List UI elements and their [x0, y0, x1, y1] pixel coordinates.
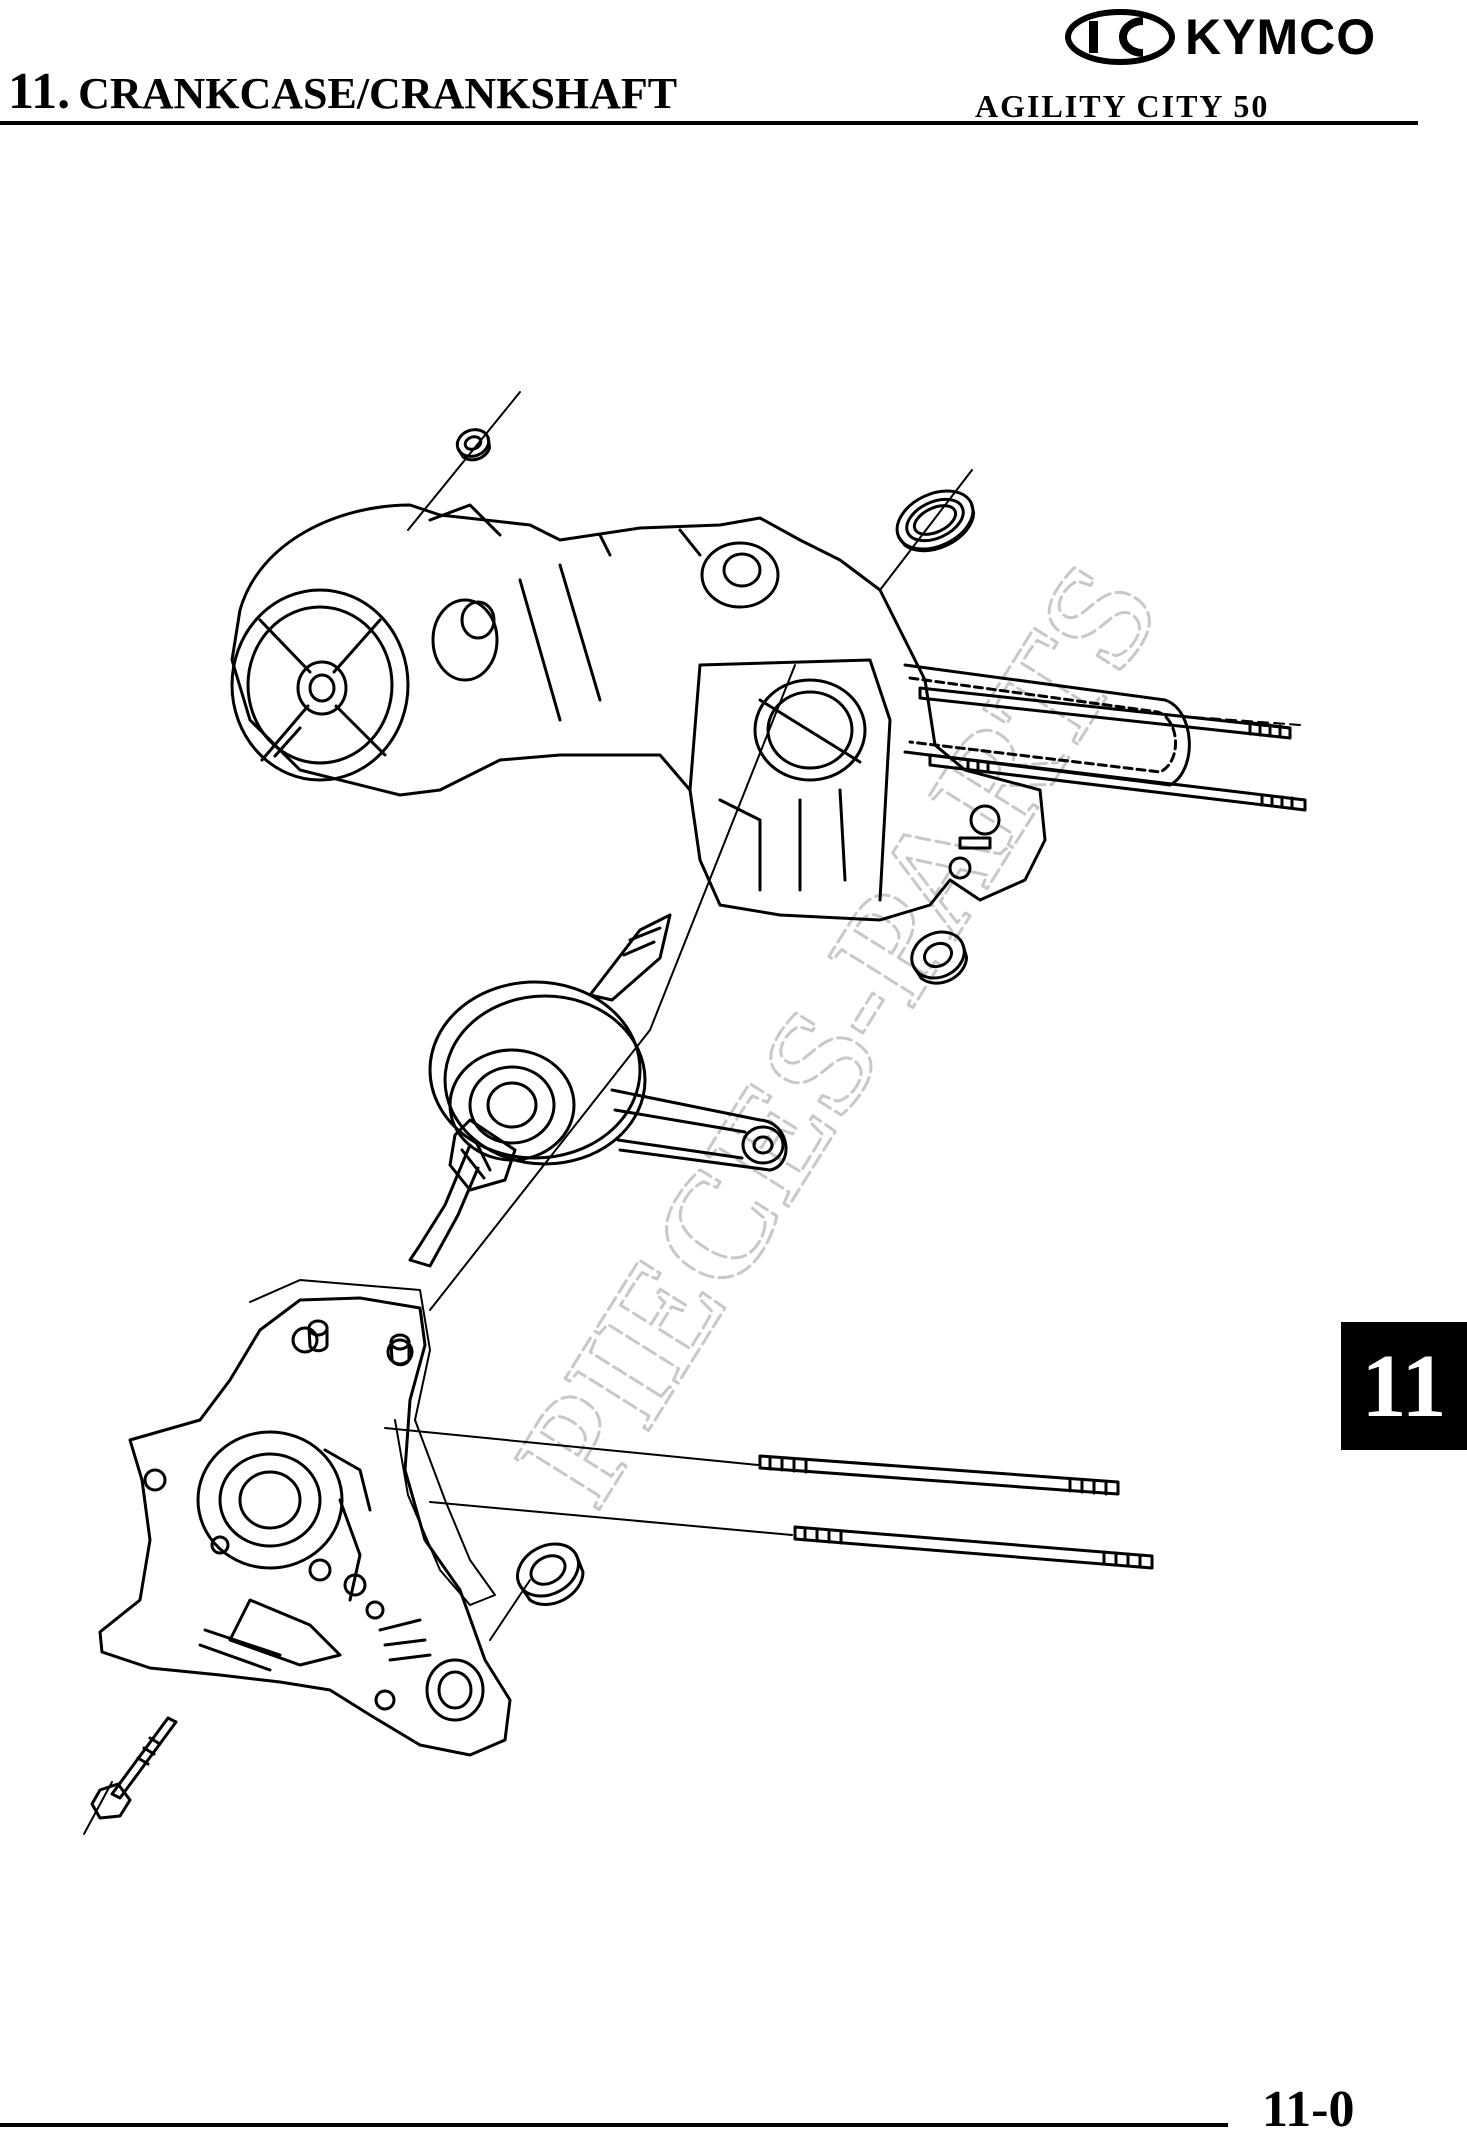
- chapter-tab: 11: [1341, 1322, 1467, 1450]
- kymco-emblem-icon: [1065, 9, 1175, 65]
- header-rule: [0, 121, 1418, 125]
- left-crankcase: [230, 503, 1047, 922]
- page-number: 11-0: [1262, 2081, 1355, 2138]
- bearing-right: [910, 930, 969, 985]
- bearing-bottom: [516, 1542, 585, 1606]
- model-name: AGILITY CITY 50: [975, 88, 1270, 124]
- footer-rule: [0, 2123, 1228, 2127]
- right-crankcase: [98, 1296, 512, 1757]
- brand-name: KYMCO: [1185, 9, 1377, 65]
- chapter-name: CRANKCASE/CRANKSHAFT: [78, 69, 678, 118]
- bolt: [90, 1716, 178, 1820]
- stud-bolt-long-2: [793, 1525, 1154, 1570]
- chapter-number: 11.: [8, 63, 71, 120]
- gasket: [249, 1279, 496, 1606]
- exploded-parts-diagram: PIECES-PARTS: [83, 391, 1307, 1835]
- bearing-top: [455, 428, 492, 462]
- stud-bolt-lower: [928, 753, 1307, 812]
- stud-bolt-upper: [918, 686, 1292, 740]
- oil-seal: [895, 489, 976, 553]
- crankshaft: [408, 913, 788, 1268]
- brand-logo: KYMCO: [1065, 6, 1410, 68]
- dowel-pins: [307, 1319, 411, 1367]
- page-title: 11.CRANKCASE/CRANKSHAFT: [8, 62, 677, 121]
- stud-bolt-long-1: [758, 1454, 1120, 1496]
